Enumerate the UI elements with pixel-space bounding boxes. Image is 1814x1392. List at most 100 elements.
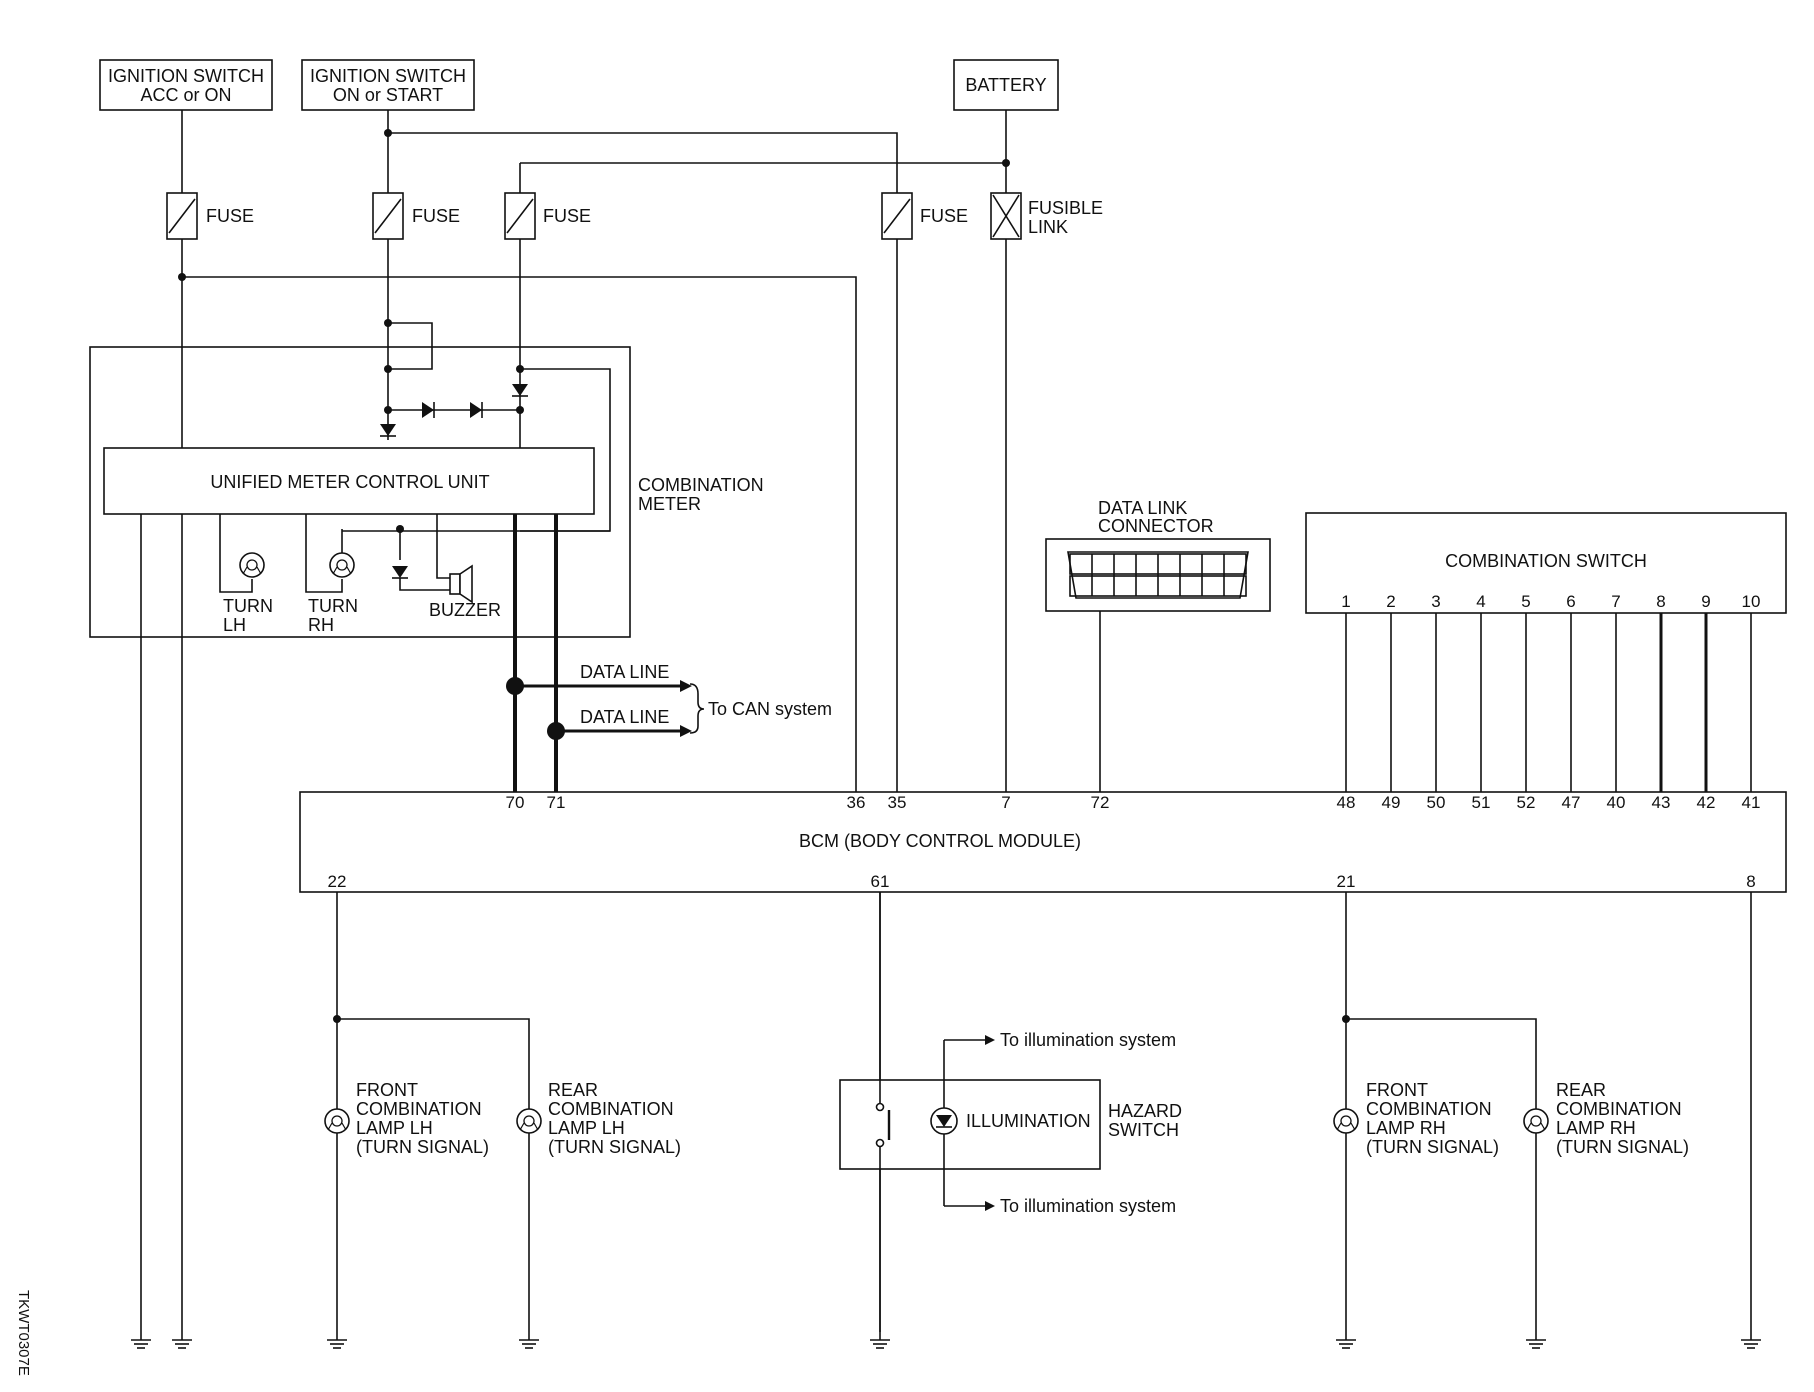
svg-text:8: 8 bbox=[1656, 592, 1665, 611]
svg-text:(TURN SIGNAL): (TURN SIGNAL) bbox=[356, 1137, 489, 1157]
svg-text:HAZARD: HAZARD bbox=[1108, 1101, 1182, 1121]
svg-text:35: 35 bbox=[888, 793, 907, 812]
fuse-ign-3 bbox=[881, 192, 913, 240]
svg-text:FRONT: FRONT bbox=[356, 1080, 418, 1100]
rear-combination-lamp-lh-label: REAR COMBINATION LAMP LH (TURN SIGNAL) bbox=[548, 1080, 681, 1157]
front-combination-lamp-lh-label: FRONT COMBINATION LAMP LH (TURN SIGNAL) bbox=[356, 1080, 489, 1157]
svg-text:42: 42 bbox=[1697, 793, 1716, 812]
svg-text:SWITCH: SWITCH bbox=[1108, 1120, 1179, 1140]
svg-text:4: 4 bbox=[1476, 592, 1485, 611]
rear-combination-lamp-lh-icon bbox=[516, 1108, 542, 1134]
ground-icon bbox=[869, 1331, 891, 1349]
combination-switch: COMBINATION SWITCH 1 2 3 4 5 6 7 8 9 10 bbox=[1305, 512, 1787, 614]
svg-text:ILLUMINATION: ILLUMINATION bbox=[966, 1111, 1091, 1131]
svg-text:10: 10 bbox=[1742, 592, 1761, 611]
svg-text:COMBINATION: COMBINATION bbox=[1556, 1099, 1682, 1119]
svg-text:5: 5 bbox=[1521, 592, 1530, 611]
svg-text:1: 1 bbox=[1341, 592, 1350, 611]
svg-text:8: 8 bbox=[1746, 872, 1755, 891]
svg-text:LAMP RH: LAMP RH bbox=[1556, 1118, 1636, 1138]
fuse-ign-2 bbox=[504, 192, 536, 240]
svg-text:41: 41 bbox=[1742, 793, 1761, 812]
bcm-body-control-module: BCM (BODY CONTROL MODULE) 70 71 36 35 7 … bbox=[299, 791, 1787, 893]
fuse-label-4: FUSE bbox=[920, 206, 968, 226]
ignition-switch-on-start-box: IGNITION SWITCH ON or START bbox=[301, 59, 475, 111]
svg-text:TURN: TURN bbox=[308, 596, 358, 616]
ground-icon bbox=[1740, 1331, 1762, 1349]
battery-box: BATTERY bbox=[953, 59, 1059, 111]
svg-text:50: 50 bbox=[1427, 793, 1446, 812]
svg-text:FRONT: FRONT bbox=[1366, 1080, 1428, 1100]
front-combination-lamp-rh-label: FRONT COMBINATION LAMP RH (TURN SIGNAL) bbox=[1366, 1080, 1499, 1157]
hazard-switch: ILLUMINATION HAZARD SWITCH To illuminati… bbox=[839, 892, 1182, 1332]
svg-text:IGNITION SWITCH: IGNITION SWITCH bbox=[310, 66, 466, 86]
front-combination-lamp-rh-icon bbox=[1333, 1108, 1359, 1134]
data-line-label-2: DATA LINE bbox=[580, 707, 669, 727]
svg-text:CONNECTOR: CONNECTOR bbox=[1098, 516, 1214, 536]
svg-text:To illumination system: To illumination system bbox=[1000, 1196, 1176, 1216]
svg-text:LAMP LH: LAMP LH bbox=[356, 1118, 433, 1138]
combination-meter-label-2: METER bbox=[638, 494, 701, 514]
fuse-label-2: FUSE bbox=[412, 206, 460, 226]
svg-text:ACC or ON: ACC or ON bbox=[140, 85, 231, 105]
data-link-connector: DATA LINK CONNECTOR bbox=[1045, 498, 1271, 612]
to-can-system-label: To CAN system bbox=[708, 699, 832, 719]
buzzer-icon bbox=[449, 564, 473, 604]
svg-text:61: 61 bbox=[871, 872, 890, 891]
svg-text:40: 40 bbox=[1607, 793, 1626, 812]
ignition-switch-acc-on-box: IGNITION SWITCH ACC or ON bbox=[99, 59, 273, 111]
ground-icon bbox=[130, 1331, 152, 1349]
svg-text:43: 43 bbox=[1652, 793, 1671, 812]
svg-text:ON or START: ON or START bbox=[333, 85, 443, 105]
figure-code: TKWT0307E bbox=[15, 1290, 32, 1376]
rear-combination-lamp-rh-label: REAR COMBINATION LAMP RH (TURN SIGNAL) bbox=[1556, 1080, 1689, 1157]
svg-text:DATA LINK: DATA LINK bbox=[1098, 498, 1187, 518]
svg-text:22: 22 bbox=[328, 872, 347, 891]
svg-text:52: 52 bbox=[1517, 793, 1536, 812]
svg-text:70: 70 bbox=[506, 793, 525, 812]
ground-symbols bbox=[130, 1331, 1762, 1349]
fuse-acc bbox=[166, 192, 198, 240]
svg-text:LH: LH bbox=[223, 615, 246, 635]
svg-text:2: 2 bbox=[1386, 592, 1395, 611]
rear-combination-lamp-rh-icon bbox=[1523, 1108, 1549, 1134]
can-data-lines: DATA LINE DATA LINE To CAN system bbox=[506, 514, 832, 792]
svg-text:72: 72 bbox=[1091, 793, 1110, 812]
fusible-link-label-1: FUSIBLE bbox=[1028, 198, 1103, 218]
svg-text:LAMP LH: LAMP LH bbox=[548, 1118, 625, 1138]
svg-text:COMBINATION: COMBINATION bbox=[1366, 1099, 1492, 1119]
svg-text:21: 21 bbox=[1337, 872, 1356, 891]
svg-text:7: 7 bbox=[1001, 793, 1010, 812]
ground-icon bbox=[326, 1331, 348, 1349]
svg-text:(TURN SIGNAL): (TURN SIGNAL) bbox=[1366, 1137, 1499, 1157]
svg-text:COMBINATION: COMBINATION bbox=[548, 1099, 674, 1119]
svg-text:REAR: REAR bbox=[1556, 1080, 1606, 1100]
combination-meter-label-1: COMBINATION bbox=[638, 475, 764, 495]
svg-text:47: 47 bbox=[1562, 793, 1581, 812]
svg-text:3: 3 bbox=[1431, 592, 1440, 611]
svg-text:(TURN SIGNAL): (TURN SIGNAL) bbox=[1556, 1137, 1689, 1157]
svg-text:COMBINATION SWITCH: COMBINATION SWITCH bbox=[1445, 551, 1647, 571]
svg-text:REAR: REAR bbox=[548, 1080, 598, 1100]
svg-text:9: 9 bbox=[1701, 592, 1710, 611]
front-combination-lamp-lh-icon bbox=[324, 1108, 350, 1134]
fuse-label-3: FUSE bbox=[543, 206, 591, 226]
svg-text:TURN: TURN bbox=[223, 596, 273, 616]
turn-lh-indicator bbox=[239, 552, 265, 578]
ground-icon bbox=[1525, 1331, 1547, 1349]
data-line-label-1: DATA LINE bbox=[580, 662, 669, 682]
svg-text:71: 71 bbox=[547, 793, 566, 812]
fusible-link-label-2: LINK bbox=[1028, 217, 1068, 237]
combination-meter: UNIFIED METER CONTROL UNIT TURN LH TURN … bbox=[89, 346, 764, 638]
fuse-label-1: FUSE bbox=[206, 206, 254, 226]
fuse-ign-1 bbox=[372, 192, 404, 240]
ground-icon bbox=[171, 1331, 193, 1349]
fusible-link bbox=[990, 192, 1022, 240]
svg-text:BATTERY: BATTERY bbox=[965, 75, 1046, 95]
svg-text:To illumination system: To illumination system bbox=[1000, 1030, 1176, 1050]
svg-text:LAMP RH: LAMP RH bbox=[1366, 1118, 1446, 1138]
svg-text:48: 48 bbox=[1337, 793, 1356, 812]
ground-icon bbox=[518, 1331, 540, 1349]
bcm-label: BCM (BODY CONTROL MODULE) bbox=[799, 831, 1081, 851]
svg-text:COMBINATION: COMBINATION bbox=[356, 1099, 482, 1119]
